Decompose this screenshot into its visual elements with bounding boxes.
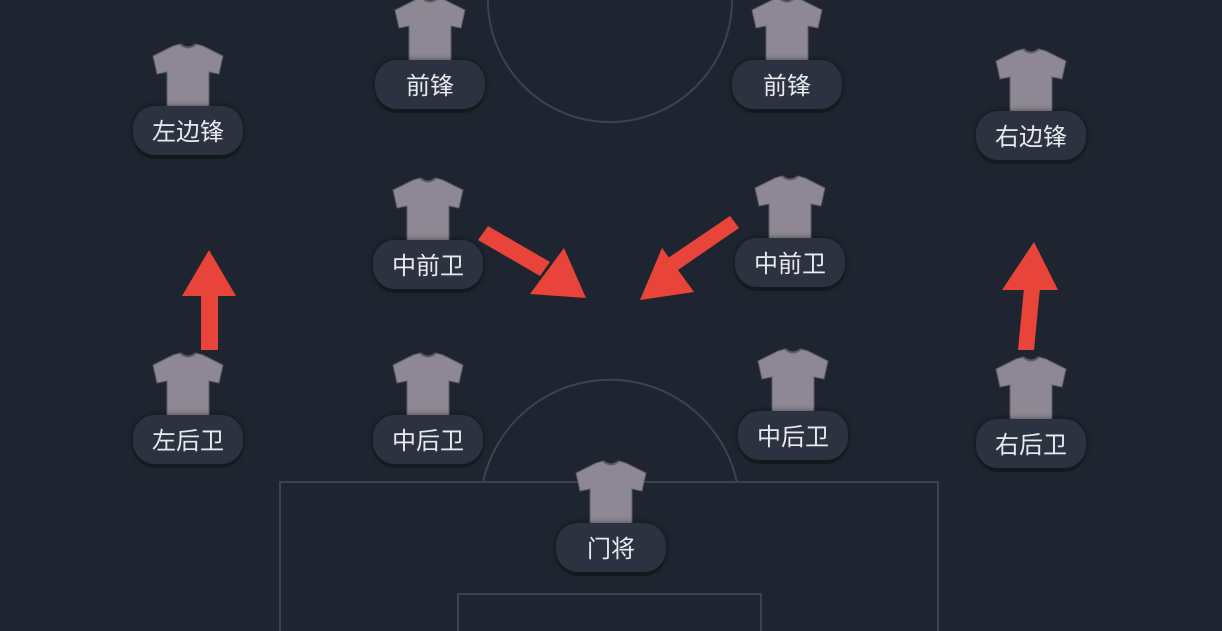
player-striker-right[interactable]: 前锋 (732, 0, 842, 109)
player-left-back[interactable]: 左后卫 (133, 351, 243, 464)
position-label: 左边锋 (133, 106, 243, 155)
shirt-icon (992, 47, 1070, 117)
shirt-icon (572, 459, 650, 529)
player-right-back[interactable]: 右后卫 (976, 355, 1086, 468)
penalty-arc (482, 378, 738, 483)
player-center-back-left[interactable]: 中后卫 (373, 351, 483, 464)
goal-area (457, 593, 762, 631)
shirt-icon (748, 0, 826, 66)
player-right-winger[interactable]: 右边锋 (976, 47, 1086, 160)
position-label: 左后卫 (133, 415, 243, 464)
position-label: 右后卫 (976, 419, 1086, 468)
shirt-icon (992, 355, 1070, 425)
player-central-mid-right[interactable]: 中前卫 (735, 174, 845, 287)
position-label: 前锋 (732, 60, 842, 109)
shirt-icon (149, 42, 227, 112)
shirt-icon (149, 351, 227, 421)
player-goalkeeper[interactable]: 门将 (556, 459, 666, 572)
position-label: 中前卫 (735, 238, 845, 287)
position-label: 门将 (556, 523, 666, 572)
center-circle (487, 0, 733, 123)
position-label: 中后卫 (373, 415, 483, 464)
position-label: 前锋 (375, 60, 485, 109)
shirt-icon (751, 174, 829, 244)
position-label: 中前卫 (373, 240, 483, 289)
position-label: 右边锋 (976, 111, 1086, 160)
player-center-back-right[interactable]: 中后卫 (738, 347, 848, 460)
player-striker-left[interactable]: 前锋 (375, 0, 485, 109)
position-label: 中后卫 (738, 411, 848, 460)
player-left-winger[interactable]: 左边锋 (133, 42, 243, 155)
shirt-icon (391, 0, 469, 66)
player-central-mid-left[interactable]: 中前卫 (373, 176, 483, 289)
shirt-icon (389, 351, 467, 421)
shirt-icon (389, 176, 467, 246)
shirt-icon (754, 347, 832, 417)
